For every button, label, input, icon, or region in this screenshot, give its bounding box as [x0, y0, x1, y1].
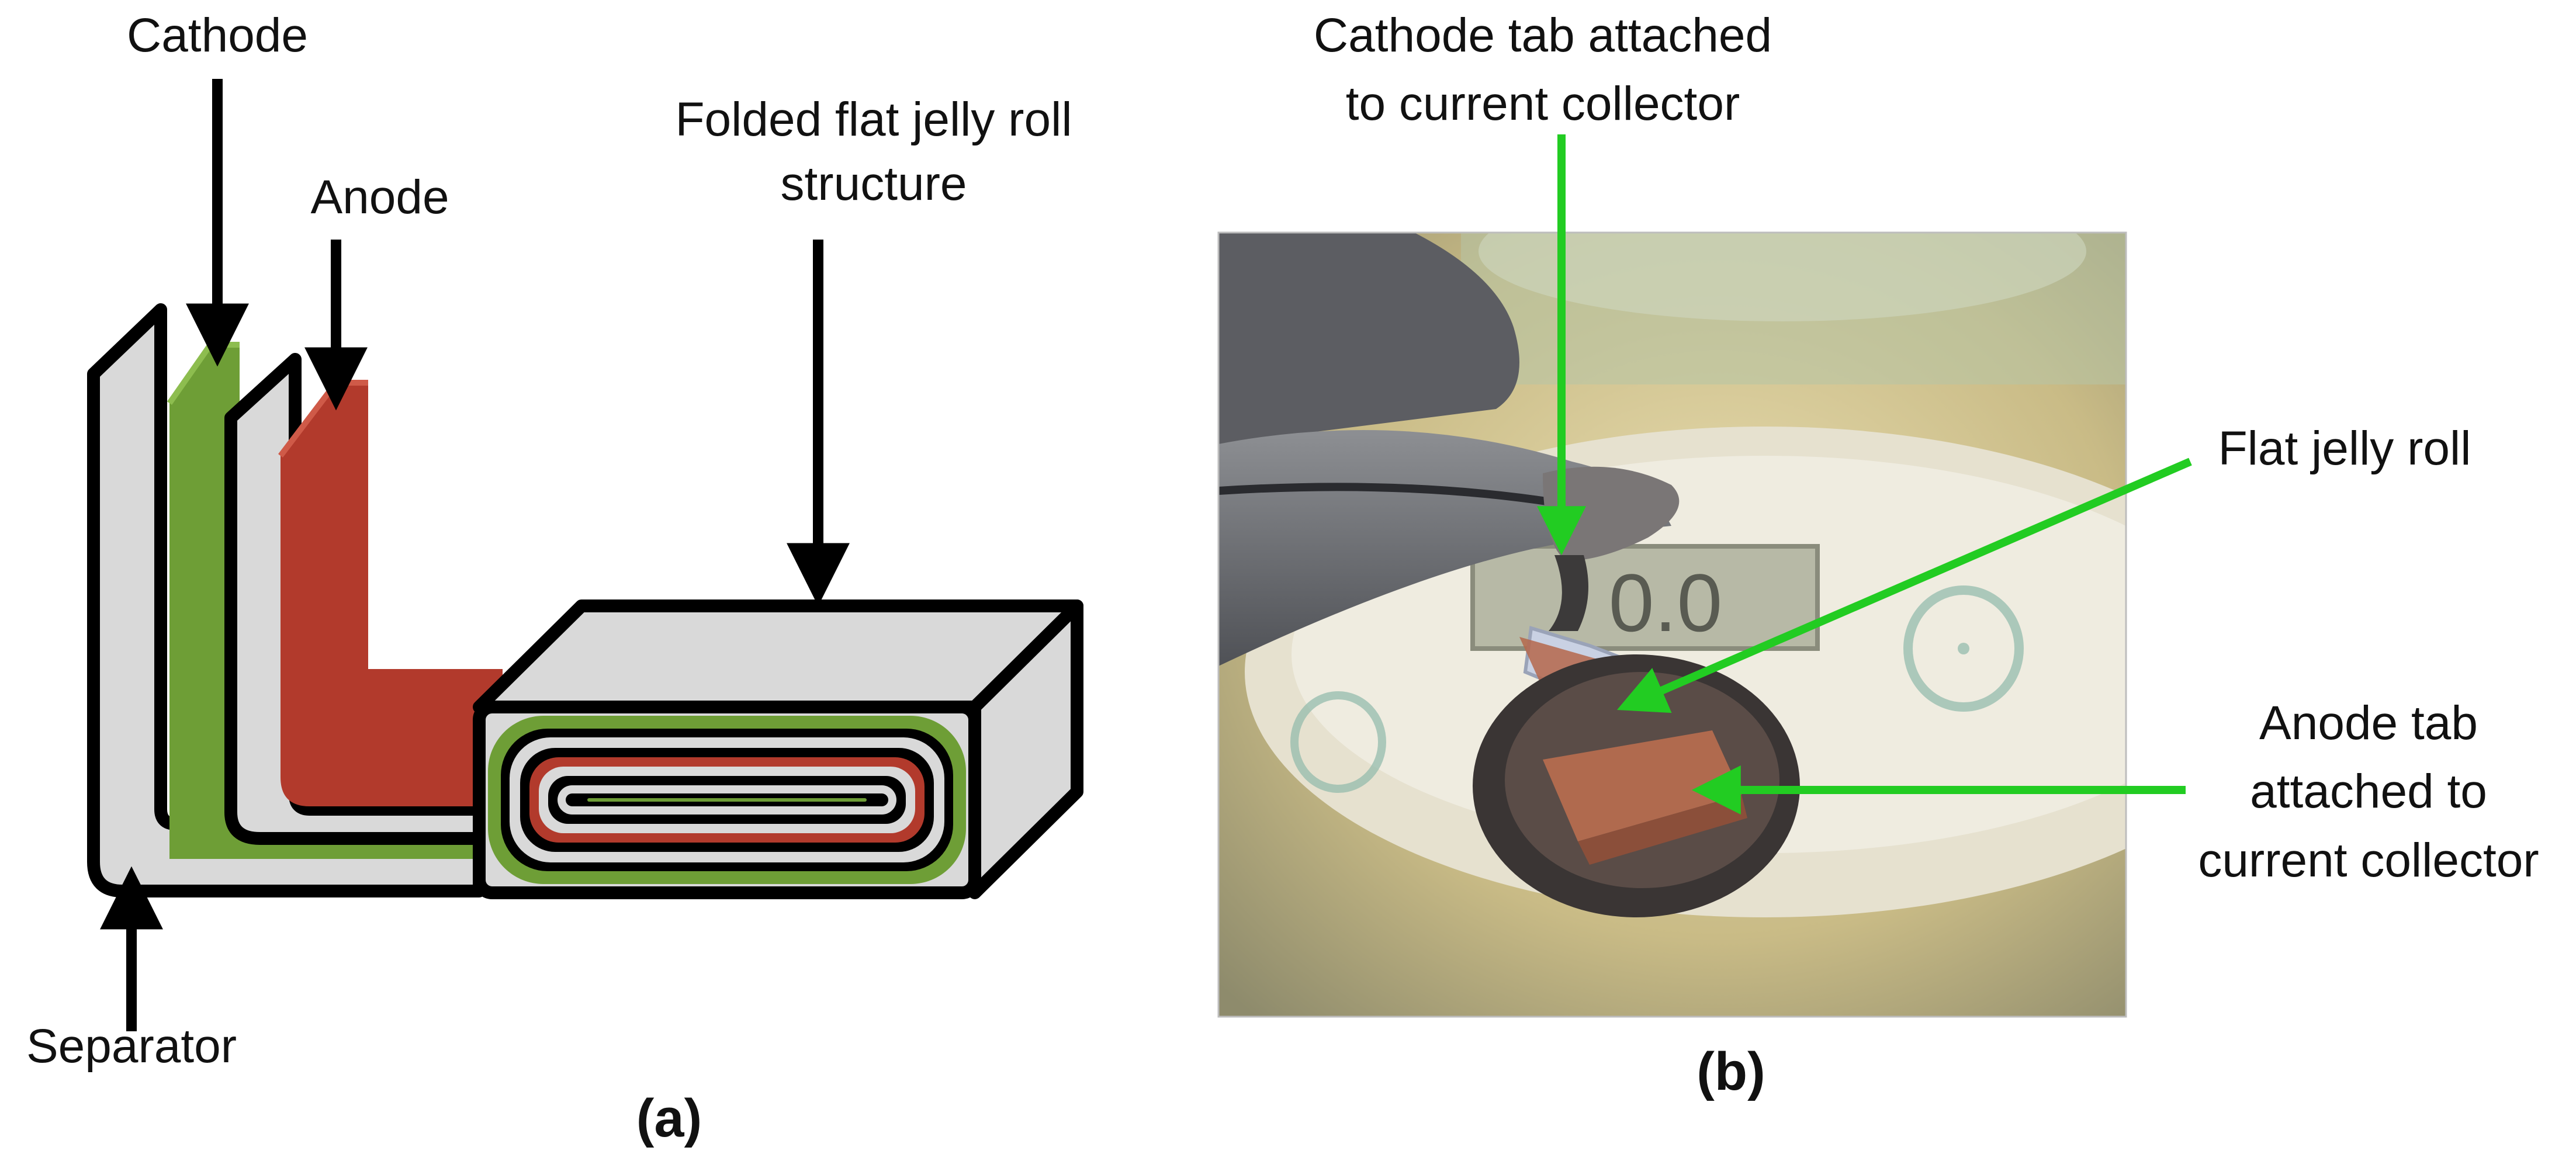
panel-b-photo: 0.0 Cathode tab attached to current	[1217, 9, 2539, 1101]
cathode-label: Cathode	[127, 9, 308, 62]
flat-jelly-roll-arrow	[1616, 458, 2192, 713]
jelly-roll-label-line2: structure	[781, 157, 967, 210]
anode-label: Anode	[310, 171, 449, 224]
anode-tab-label-line3: current collector	[2198, 834, 2539, 887]
cathode-tab-label-line1: Cathode tab attached	[1314, 9, 1772, 62]
panel-b-caption: (b)	[1696, 1042, 1765, 1101]
cathode-tab-label-line2: to current collector	[1346, 77, 1740, 130]
panel-a-caption: (a)	[636, 1089, 702, 1148]
scale-display-readout: 0.0	[1609, 557, 1723, 649]
flat-jelly-roll-label: Flat jelly roll	[2218, 422, 2471, 475]
separator-label: Separator	[26, 1020, 237, 1073]
jelly-roll-label-line1: Folded flat jelly roll	[675, 93, 1072, 146]
gloved-hand	[1218, 233, 1519, 444]
anode-tab-label-line2: attached to	[2250, 765, 2487, 818]
jelly-roll-layers	[488, 716, 966, 884]
anode-tab	[1543, 730, 1741, 841]
anode-tab-label-line1: Anode tab	[2259, 696, 2478, 750]
anode-strip	[281, 383, 503, 806]
panel-a-schematic: Cathode Anode Folded flat jelly roll str…	[26, 9, 1083, 1148]
photo-recreation: 0.0	[1218, 233, 2126, 1017]
